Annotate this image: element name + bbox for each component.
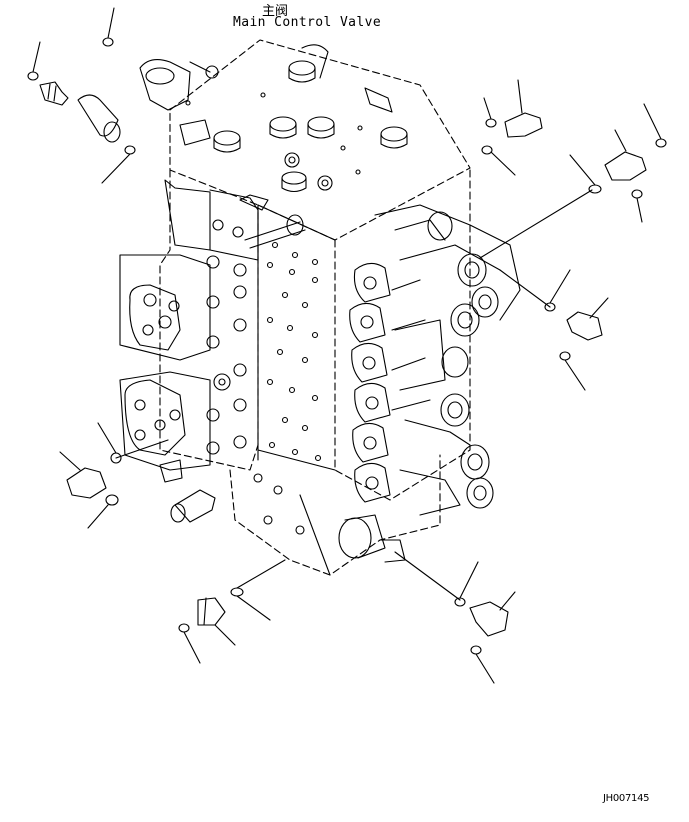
front-face-ports [254,243,405,563]
right-side-spools [350,205,520,515]
diagram-title-japanese: 主阀 [262,4,289,19]
o-ring [103,38,113,46]
exploded-parts [28,8,666,683]
main-valve-body [160,40,470,575]
top-plugs [140,45,407,192]
diagram-title-english: Main Control Valve [233,15,382,30]
drawing-number: JH007145 [603,793,650,804]
